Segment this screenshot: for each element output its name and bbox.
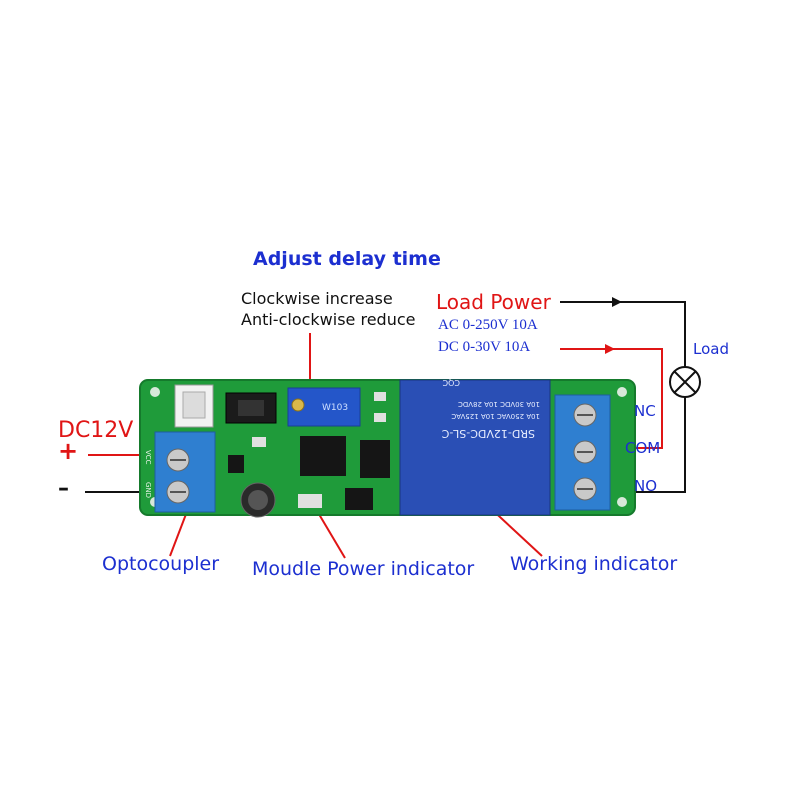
minus-label: – xyxy=(58,476,69,501)
dc-spec-label: DC 0-30V 10A xyxy=(438,339,531,355)
dc12v-label: DC12V xyxy=(58,418,134,443)
relay-rating-1: 10A 250VAC 10A 125VAC xyxy=(451,412,540,420)
vcc-label: VCC xyxy=(144,450,152,465)
load-power-label: Load Power xyxy=(436,290,551,314)
working-indicator-label: Working indicator xyxy=(510,553,678,575)
relay-rating-2: 10A 30VDC 10A 28VDC xyxy=(458,400,540,408)
relay-model: SRD-12VDC-SL-C xyxy=(441,427,535,440)
gnd-label: GND xyxy=(144,482,152,498)
nc-label: NC xyxy=(634,402,656,420)
potentiometer: W103 xyxy=(287,387,361,427)
output-terminal-block xyxy=(554,394,611,511)
com-label: COM xyxy=(625,439,661,457)
timer-ic xyxy=(300,436,346,476)
arrow-right-icon xyxy=(605,344,615,354)
plus-label: + xyxy=(58,437,79,465)
adjust-delay-label: Adjust delay time xyxy=(253,248,441,270)
pot-text: W103 xyxy=(322,403,348,413)
arrow-right-icon xyxy=(612,297,622,307)
relay: SRD-12VDC-SL-C 10A 250VAC 10A 125VAC 10A… xyxy=(399,378,551,516)
power-terminal-block xyxy=(154,431,216,513)
header-connector xyxy=(174,384,214,428)
power-indicator-label: Moudle Power indicator xyxy=(252,558,475,580)
ac-spec-label: AC 0-250V 10A xyxy=(438,317,538,333)
optocoupler-chip xyxy=(225,392,277,424)
optocoupler-label: Optocoupler xyxy=(102,553,220,575)
clockwise-label: Clockwise increase xyxy=(241,289,393,308)
no-label: NO xyxy=(634,477,658,495)
lamp-icon xyxy=(669,366,701,398)
load-label: Load xyxy=(693,340,729,358)
anticlockwise-label: Anti-clockwise reduce xyxy=(241,310,416,329)
capacitor xyxy=(240,482,276,518)
relay-mark: CQC xyxy=(442,378,460,387)
